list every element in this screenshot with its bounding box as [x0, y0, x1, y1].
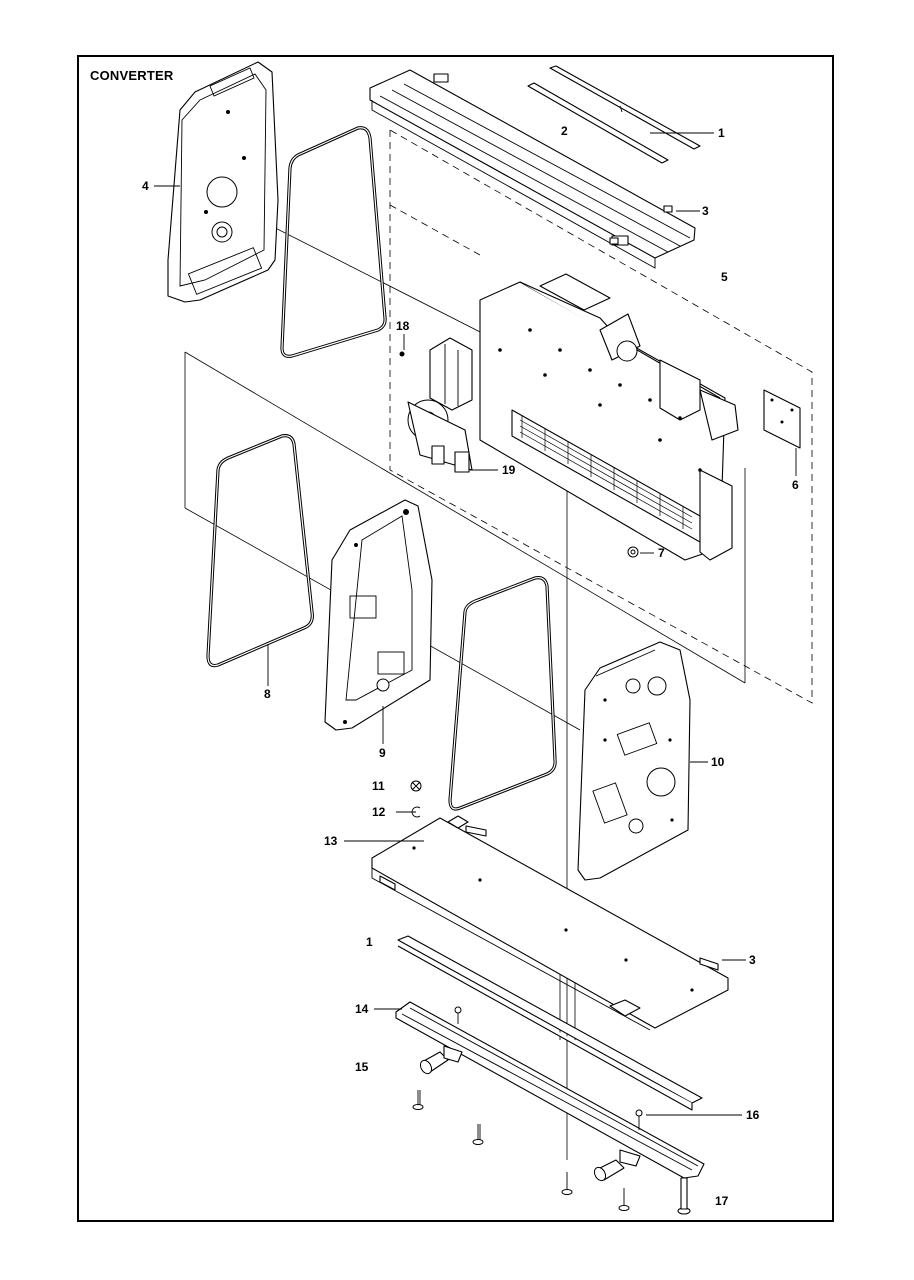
callout-1-bottom: 1: [366, 935, 373, 949]
assembly-outline-5: [389, 129, 813, 704]
pins-top: [609, 205, 673, 245]
callout-2: 2: [561, 124, 568, 138]
diagram-frame: [77, 55, 834, 1222]
callout-8: 8: [264, 687, 271, 701]
callout-13: 13: [324, 834, 338, 848]
callout-10: 10: [711, 755, 725, 769]
screws-17: [412, 1090, 691, 1215]
callout-11: 11: [372, 779, 385, 793]
gasket-left: [206, 434, 314, 668]
pin-bottom: [699, 957, 719, 971]
nut-7: [627, 546, 639, 558]
callout-4: 4: [142, 179, 149, 193]
end-panel-right: [577, 641, 691, 881]
heater-chassis: [479, 273, 739, 561]
rail-strip-bottom: [397, 935, 703, 1111]
callout-17: 17: [715, 1194, 729, 1208]
gasket-upper: [280, 126, 387, 358]
gasket-middle: [448, 576, 557, 811]
callout-12: 12: [372, 805, 386, 819]
control-module: [399, 337, 473, 473]
callout-7: 7: [658, 546, 665, 560]
small-plate: [763, 389, 801, 449]
callout-15: 15: [355, 1060, 369, 1074]
nut-11: [410, 780, 422, 792]
bottom-plate: [371, 815, 729, 1031]
callout-19: 19: [502, 463, 516, 477]
callout-labels: 1 2 3 4 5 18 19 6 7 8 9 10 11 12 13 1 3 …: [142, 124, 799, 1208]
rail-strips-top: [527, 65, 701, 164]
callout-6: 6: [792, 478, 799, 492]
end-panel-left: [167, 61, 279, 303]
page-title: CONVERTER: [90, 68, 174, 83]
leader-lines: [154, 132, 797, 1116]
frame-panel: [324, 499, 433, 731]
callout-1-top: 1: [718, 126, 725, 140]
foot-right: [593, 1149, 641, 1182]
callout-18: 18: [396, 319, 410, 333]
callout-14: 14: [355, 1002, 369, 1016]
callout-9: 9: [379, 746, 386, 760]
callout-3-top: 3: [702, 204, 709, 218]
screw-16: [635, 1109, 643, 1130]
callout-3-bottom: 3: [749, 953, 756, 967]
callout-5: 5: [721, 270, 728, 284]
foot-left: [419, 1045, 463, 1075]
callout-16: 16: [746, 1108, 760, 1122]
base-rail: [395, 1001, 705, 1179]
top-rail: [369, 69, 696, 269]
